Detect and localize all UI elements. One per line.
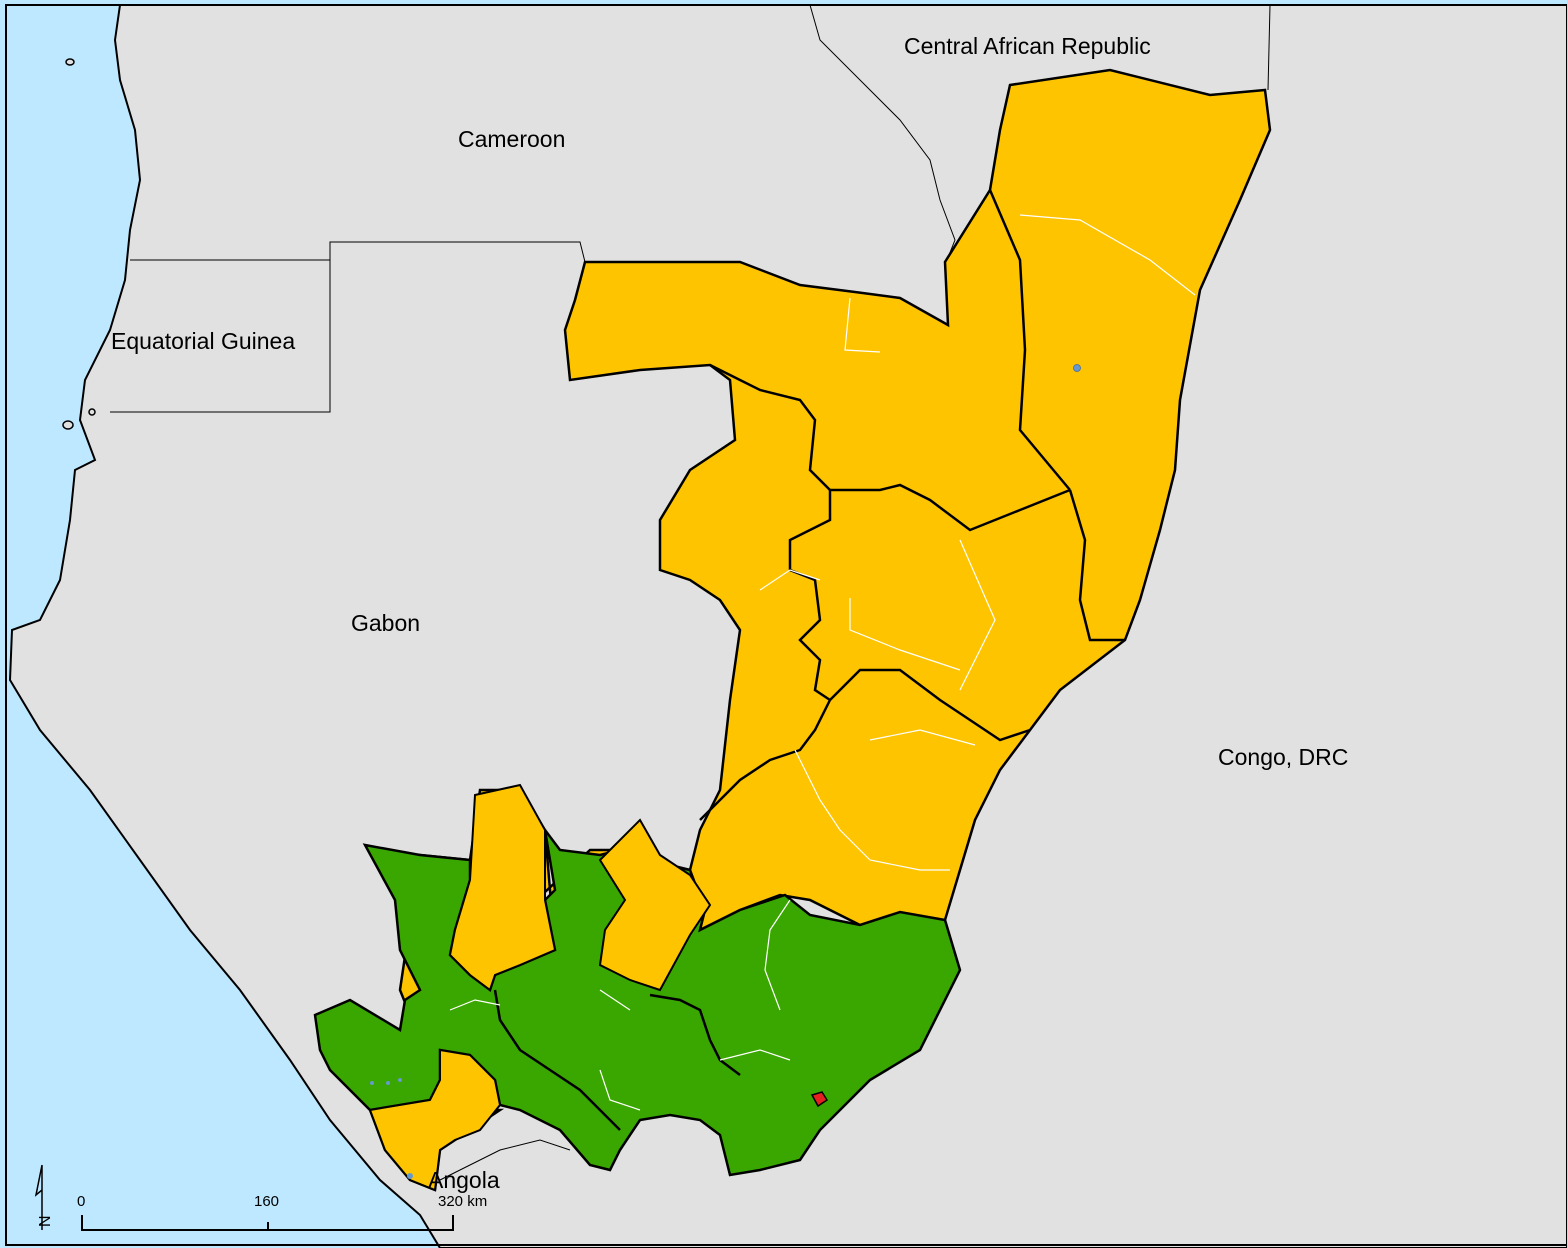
internal-borders-minor bbox=[449, 214, 1196, 1111]
north-arrow-icon: N bbox=[34, 1164, 54, 1230]
lake-icon bbox=[398, 1078, 402, 1082]
congo-stressed-corridor bbox=[448, 783, 557, 992]
scale-tick-320: 320 km bbox=[438, 1193, 487, 1210]
border-cameroon-car bbox=[809, 4, 956, 266]
label-cameroon: Cameroon bbox=[458, 126, 565, 152]
internal-borders-major bbox=[493, 189, 1125, 1131]
border-cameroon-gabon bbox=[329, 241, 586, 263]
label-car: Central African Republic bbox=[904, 33, 1151, 59]
island bbox=[88, 408, 96, 416]
congo-stressed-pocket bbox=[598, 818, 712, 992]
label-gabon: Gabon bbox=[351, 610, 420, 636]
label-angola: Angola bbox=[428, 1167, 500, 1193]
north-label: N bbox=[37, 1215, 54, 1227]
lake-icon bbox=[370, 1081, 374, 1085]
scale-tick-0: 0 bbox=[77, 1193, 85, 1210]
lake-icon bbox=[1073, 364, 1081, 372]
lake-icon bbox=[407, 1173, 413, 1179]
border-eqg-gabon bbox=[110, 259, 331, 413]
border-angola-drc bbox=[439, 1139, 571, 1181]
island bbox=[65, 58, 75, 66]
island bbox=[62, 420, 74, 430]
congo-stressed-coast bbox=[368, 1048, 502, 1192]
label-equatorial-guinea: Equatorial Guinea bbox=[111, 328, 295, 354]
scale-tick-160: 160 bbox=[254, 1193, 279, 1210]
label-drc: Congo, DRC bbox=[1218, 744, 1348, 770]
border-car-north bbox=[1267, 4, 1271, 91]
brazzaville-marker bbox=[810, 1091, 829, 1108]
scale-bar: 0 160 320 km bbox=[77, 1193, 487, 1231]
map-frame bbox=[5, 4, 1567, 1246]
lake-icon bbox=[386, 1081, 390, 1085]
